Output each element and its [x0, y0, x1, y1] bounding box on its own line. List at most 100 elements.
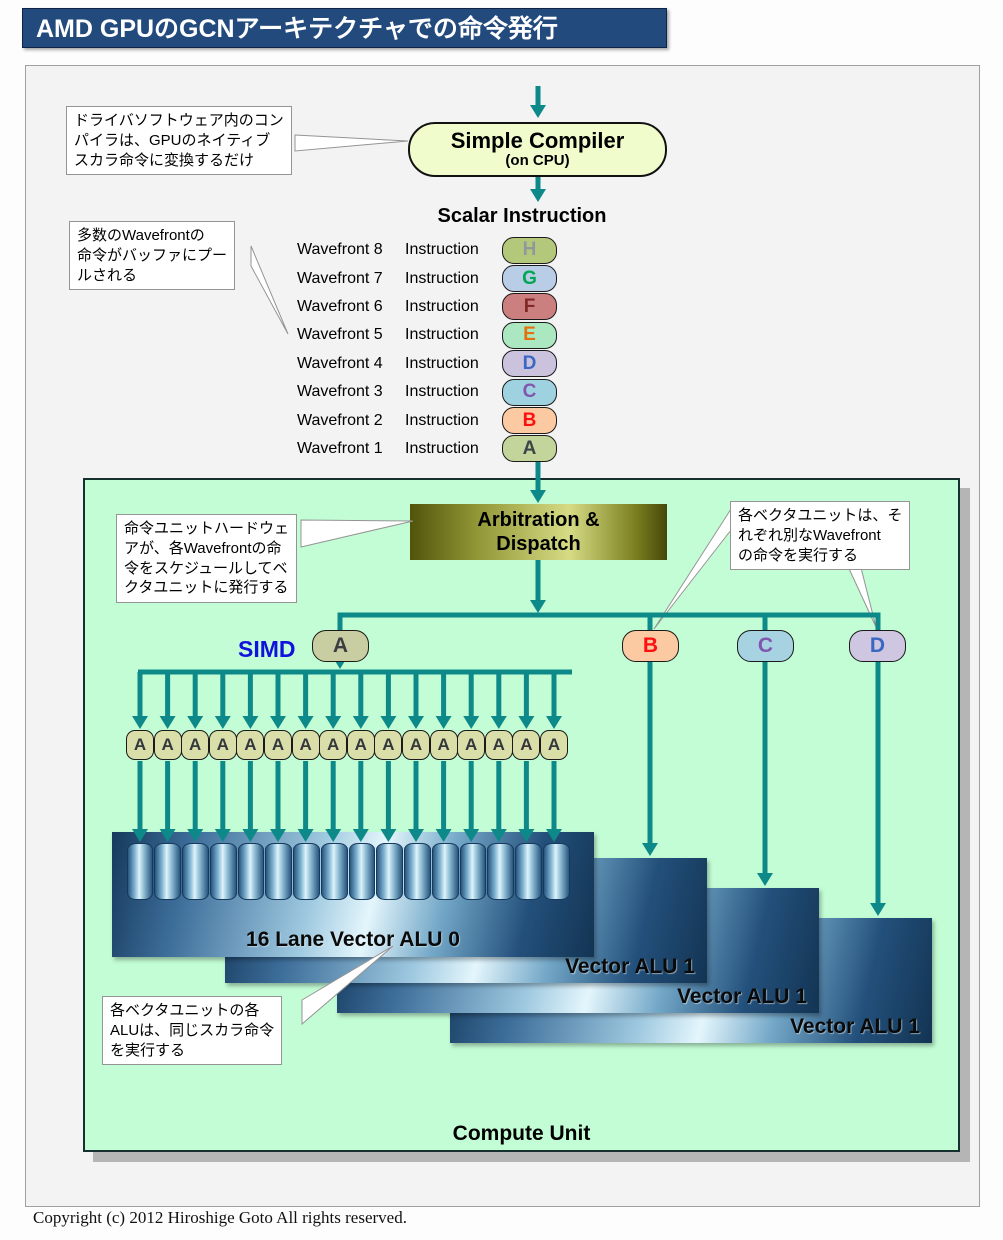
alu-cylinder [459, 843, 487, 900]
text-line: 令をスケジュールしてベ [124, 559, 288, 577]
wavefront-label: Wavefront 5 [297, 326, 383, 344]
instruction-badge: C [502, 378, 557, 406]
lane-instruction-badge: A [484, 730, 513, 760]
compiler-sublabel: (on CPU) [505, 152, 570, 169]
callout-alu-note: 各ベクタユニットの各 ALUは、同じスカラ命令を実行する [102, 996, 283, 1066]
alu-cylinder [348, 843, 376, 900]
instruction-badge: G [502, 265, 557, 293]
wavefront-label: Wavefront 7 [297, 269, 383, 287]
compiler-label: Simple Compiler [450, 128, 625, 153]
alu-cylinder [376, 843, 403, 900]
alu-cylinder [487, 843, 514, 900]
lane-instruction-badge: A [291, 730, 320, 760]
text-line: Arbitration & [477, 509, 600, 531]
lane-instruction-badge: A [153, 730, 182, 760]
page-title: AMD GPUのGCNアーキテクチャでの命令発行 [22, 8, 667, 48]
callout-scheduler-note: 命令ユニットハードウェアが、各Wavefrontの命令をスケジュールしてベクタユ… [116, 514, 298, 604]
text-line: ALUは、同じスカラ命令 [110, 1021, 275, 1039]
instruction-label: Instruction [405, 326, 479, 344]
alu-cylinder [209, 843, 237, 900]
text-line: を実行する [110, 1041, 186, 1059]
alu-lane-cylinders [126, 843, 570, 900]
alu-cylinder [154, 843, 181, 900]
instruction-label: Instruction [405, 269, 479, 287]
callout-compiler-note: ドライバソフトウェア内のコンパイラは、GPUのネイティブスカラ命令に変換するだけ [66, 106, 292, 176]
text-line: ドライバソフトウェア内のコン [74, 112, 284, 129]
lane-instruction-badge: A [264, 730, 292, 760]
instruction-badge: B [502, 407, 557, 435]
instruction-label: Instruction [405, 354, 479, 372]
alu-cylinder [182, 843, 209, 900]
arbitration-dispatch-node: Arbitration &Dispatch [410, 504, 667, 560]
vector-alu0-label: 16 Lane Vector ALU 0 [246, 928, 460, 951]
wavefront-row: Wavefront 5 Instruction E [297, 321, 557, 349]
wavefront-row: Wavefront 4 Instruction D [297, 350, 557, 378]
wavefront-row: Wavefront 2 Instruction B [297, 406, 557, 435]
text-line: れぞれ別なWavefront [738, 526, 881, 544]
lane-instruction-badge: A [429, 730, 458, 760]
vector-alu0-box: 16 Lane Vector ALU 0 [112, 832, 594, 957]
text-line: アが、各Wavefrontの命 [124, 539, 282, 557]
alu-cylinder [320, 843, 348, 900]
lane-instruction-badge: A [236, 730, 265, 760]
simd-instruction-badge: B [622, 630, 679, 662]
lane-instruction-badge: A [540, 730, 568, 760]
alu-cylinder [542, 843, 570, 900]
simd-label: SIMD [238, 636, 296, 662]
wavefront-label: Wavefront 8 [297, 241, 383, 259]
text-line: 各ベクタユニットは、そ [738, 507, 903, 524]
instruction-label: Instruction [405, 439, 479, 457]
vector-alu1-label: Vector ALU 1 [790, 1015, 920, 1038]
lane-instruction-badge: A [126, 730, 154, 760]
lane-instruction-badge: A [457, 730, 486, 760]
wavefront-label: Wavefront 4 [297, 354, 383, 372]
wavefront-label: Wavefront 6 [297, 297, 383, 315]
alu-cylinder [515, 843, 542, 900]
instruction-label: Instruction [405, 383, 479, 401]
text-line: ルされる [77, 266, 138, 284]
instruction-label: Instruction [405, 241, 479, 259]
lane-instruction-badge: A [181, 730, 210, 760]
wavefront-label: Wavefront 3 [297, 383, 383, 401]
instruction-badge: E [502, 321, 557, 349]
instruction-label: Instruction [405, 411, 479, 429]
instruction-badge: A [502, 435, 557, 463]
alu-cylinder [237, 843, 265, 900]
simd-instruction-badge: C [737, 630, 794, 662]
alu-cylinder [126, 843, 154, 900]
text-line: 命令ユニットハードウェ [124, 520, 290, 537]
text-line: 各ベクタユニットの各 [110, 1002, 260, 1019]
wavefront-row: Wavefront 3 Instruction C [297, 378, 557, 406]
text-line: 命令がバッファにプー [77, 246, 228, 264]
vector-alu1-label: Vector ALU 1 [677, 985, 807, 1008]
simple-compiler-node: Simple Compiler (on CPU) [408, 122, 667, 177]
text-line: パイラは、GPUのネイティブ [74, 131, 271, 149]
instruction-badge: F [502, 293, 557, 321]
callout-buffer-note: 多数のWavefrontの命令がバッファにプールされる [69, 221, 236, 291]
simd-instruction-badge: A [312, 630, 369, 662]
compute-unit-label: Compute Unit [452, 1122, 591, 1145]
wavefront-row: Wavefront 7 Instruction G [297, 264, 557, 293]
instruction-badge: D [502, 350, 557, 378]
lane-instruction-badge: A [346, 730, 375, 760]
instruction-label: Instruction [405, 297, 479, 315]
scalar-instruction-heading: Scalar Instruction [437, 205, 607, 227]
copyright-text: Copyright (c) 2012 Hiroshige Goto All ri… [33, 1208, 407, 1227]
text-line: クタユニットに発行する [124, 579, 289, 597]
alu-cylinder [431, 843, 459, 900]
alu-cylinder [265, 843, 292, 900]
lane-instruction-badge: A [512, 730, 541, 760]
wavefront-label: Wavefront 1 [297, 439, 383, 457]
vector-alu1-label: Vector ALU 1 [565, 955, 695, 978]
lane-instruction-badge: A [208, 730, 237, 760]
simd-instruction-badge: D [849, 630, 906, 662]
alu-cylinder [293, 843, 320, 900]
lane-instruction-badge: A [402, 730, 430, 760]
alu-cylinder [404, 843, 431, 900]
wavefront-label: Wavefront 2 [297, 411, 383, 429]
text-line: Dispatch [496, 533, 581, 555]
